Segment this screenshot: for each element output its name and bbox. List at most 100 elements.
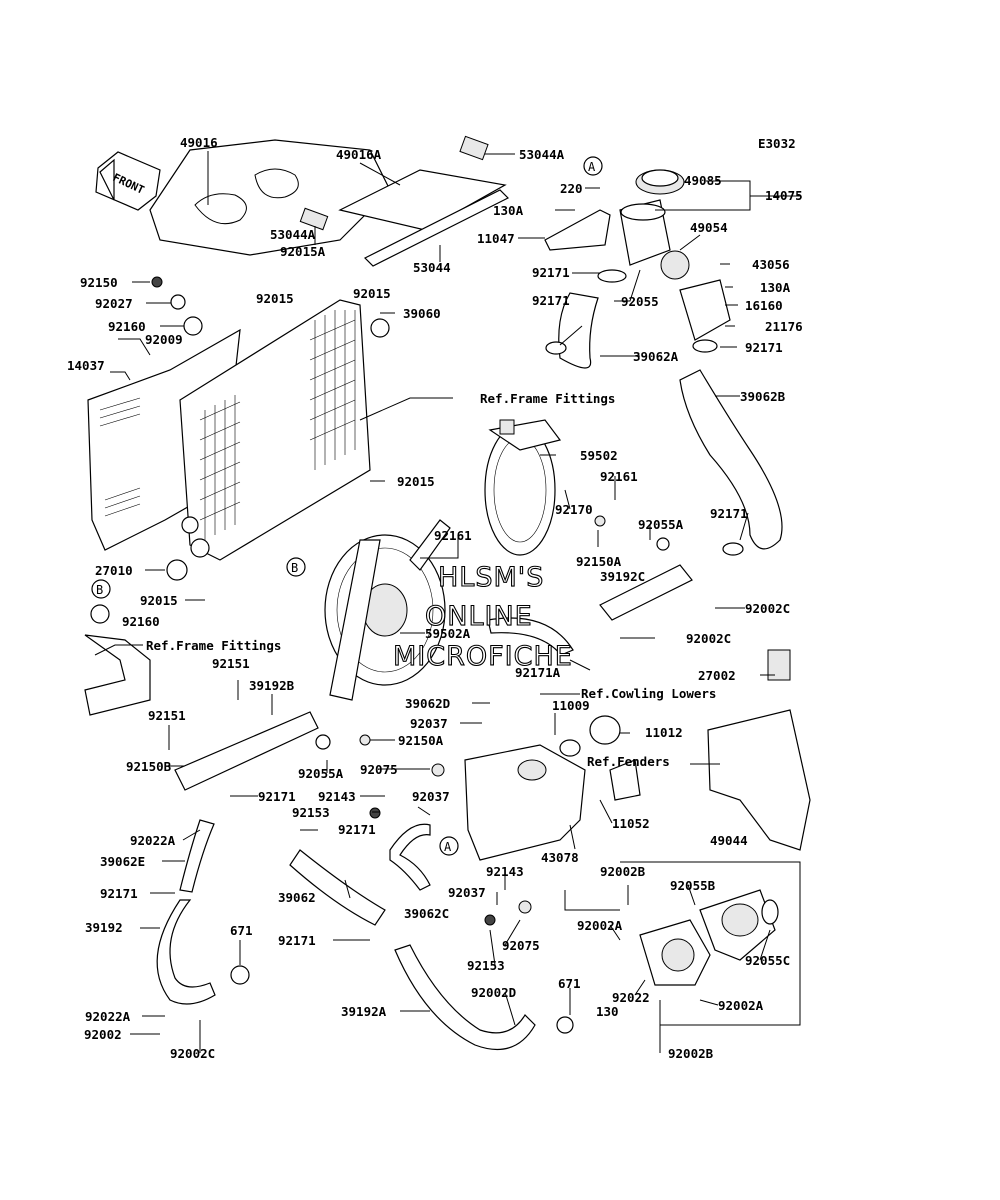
part-label: 92143: [486, 864, 524, 879]
frame-bracket: [84, 634, 151, 716]
part-label: 11047: [477, 231, 515, 246]
leader-lines: [94, 151, 801, 1053]
part-label: 92037: [448, 885, 486, 900]
bolt-92150: [151, 276, 163, 288]
part-label: 92075: [360, 762, 398, 777]
washer-92075: [518, 900, 532, 914]
radiator-core: [179, 299, 390, 561]
part-label: 39062A: [633, 349, 679, 364]
part-label: 92143: [318, 789, 356, 804]
part-label: 39192: [85, 920, 123, 935]
hose-39062C: [389, 823, 431, 891]
filler-neck: [619, 199, 671, 266]
part-label: 53044: [413, 260, 451, 275]
part-label: 92171: [710, 506, 748, 521]
pipe-39192C: [599, 564, 693, 621]
part-label: 92171A: [515, 665, 561, 680]
bracket-11052: [609, 759, 641, 801]
part-label: 92075: [502, 938, 540, 953]
part-label: 92171: [532, 293, 570, 308]
part-label: 92055B: [670, 878, 716, 893]
part-label: 92022A: [130, 833, 176, 848]
part-label: 92171: [100, 886, 138, 901]
part-label: 11009: [552, 698, 590, 713]
thermostat-housing: [660, 250, 731, 341]
part-label: 92002B: [668, 1046, 714, 1061]
part-label: 92161: [434, 528, 472, 543]
part-label: 92002A: [718, 998, 764, 1013]
hose-39062E: [179, 819, 215, 893]
hose-39062B: [679, 369, 783, 550]
part-label: 49016A: [336, 147, 382, 162]
part-label: 27010: [95, 563, 133, 578]
part-label: 92055A: [298, 766, 344, 781]
part-label: 14075: [765, 188, 803, 203]
svg-text:B: B: [96, 583, 103, 597]
part-label: 92160: [122, 614, 160, 629]
hose-clamp: [597, 269, 627, 283]
part-label: 130A: [493, 203, 524, 218]
svg-text:A: A: [588, 160, 596, 174]
part-label: 49016: [180, 135, 218, 150]
svg-text:A: A: [444, 840, 452, 854]
bolt-92150A: [594, 515, 606, 527]
valve-27010: [166, 559, 188, 581]
callout-a-bottom: A: [439, 836, 459, 856]
part-label: 92153: [467, 958, 505, 973]
part-label: 92151: [148, 708, 186, 723]
hose-39062A: [558, 292, 599, 369]
part-label: 27002: [698, 668, 736, 683]
ref-frame-fittings-1: Ref.Frame Fittings: [480, 391, 615, 406]
part-label: 92150A: [576, 554, 622, 569]
grommet-92160: [90, 604, 110, 624]
part-label: 92022: [612, 990, 650, 1005]
part-label: 92002C: [745, 601, 790, 616]
part-label: 92009: [145, 332, 183, 347]
part-label: 92153: [292, 805, 330, 820]
part-label: 92015: [140, 593, 178, 608]
pipe-39192A: [394, 944, 536, 1051]
part-label: 39060: [403, 306, 441, 321]
part-label: 43056: [752, 257, 790, 272]
part-label: 92002D: [471, 985, 516, 1000]
o-ring-671: [556, 1016, 574, 1034]
part-label: 49044: [710, 833, 748, 848]
part-label: 92150B: [126, 759, 172, 774]
part-label: 59502: [580, 448, 618, 463]
o-ring-671: [230, 965, 250, 985]
watermark-line-3: MICROFICHE: [393, 641, 573, 672]
part-label: 92015: [353, 286, 391, 301]
part-label: 92037: [410, 716, 448, 731]
part-label: 220: [560, 181, 583, 196]
part-label: 92002C: [686, 631, 731, 646]
front-arrow-icon: FRONT: [95, 151, 161, 211]
part-label: 92150A: [398, 733, 444, 748]
part-label: 92002C: [170, 1046, 215, 1061]
o-ring-92055A: [315, 734, 331, 750]
part-label: 43078: [541, 850, 579, 865]
pipe-39192B: [174, 711, 319, 791]
part-label: 92002B: [600, 864, 646, 879]
bolt-92150A: [359, 734, 371, 746]
part-label: 16160: [745, 298, 783, 313]
part-label: 92015: [256, 291, 294, 306]
part-label: 49054: [690, 220, 728, 235]
gasket-11009: [559, 739, 581, 757]
part-label: 92055: [621, 294, 659, 309]
watermark-line-2: ONLINE: [425, 601, 533, 632]
part-label: 53044A: [519, 147, 565, 162]
part-label: 92055C: [745, 953, 790, 968]
part-label: 92022A: [85, 1009, 131, 1024]
part-label: 92015A: [280, 244, 326, 259]
part-label: 92171: [745, 340, 783, 355]
ref-fenders: Ref.Fenders: [587, 754, 670, 769]
part-label: 92171: [338, 822, 376, 837]
diagram-code: E3032: [758, 136, 796, 151]
part-label: 92160: [108, 319, 146, 334]
bracket-11047: [544, 209, 611, 251]
o-ring-92055A: [656, 537, 670, 551]
watermark: HLSM'S ONLINE MICROFICHE: [392, 561, 573, 672]
radiator-fan-59502: [484, 419, 562, 556]
part-label: 92002: [84, 1027, 122, 1042]
